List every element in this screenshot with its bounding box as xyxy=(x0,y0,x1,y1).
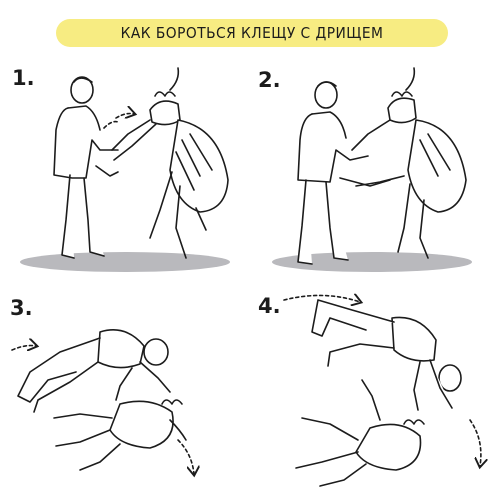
panel-1-man xyxy=(53,76,119,259)
panel-3-number: 3. xyxy=(10,296,33,320)
panel-4-tick xyxy=(295,379,425,487)
panel-3-man xyxy=(17,329,171,413)
panel-3-tick xyxy=(53,399,187,471)
panel-2-tick xyxy=(351,67,467,259)
panel-2-man xyxy=(297,81,391,265)
panel-1 xyxy=(20,67,230,272)
panel-1-tick xyxy=(111,67,229,259)
comic-title: КАК БОРОТЬСЯ КЛЕЩУ С ДРИЩЕМ xyxy=(120,24,384,42)
panel-4-number: 4. xyxy=(258,294,281,318)
panel-1-number: 1. xyxy=(12,66,35,90)
panel-1-ground-shadow xyxy=(20,252,230,272)
panel-2 xyxy=(272,67,472,272)
panel-2-ground-shadow xyxy=(272,252,472,272)
panel-4-man xyxy=(311,299,462,411)
panel-2-number: 2. xyxy=(258,68,281,92)
title-banner: КАК БОРОТЬСЯ КЛЕЩУ С ДРИЩЕМ xyxy=(56,19,448,47)
panel-4 xyxy=(283,295,481,487)
panel-3 xyxy=(11,329,194,474)
